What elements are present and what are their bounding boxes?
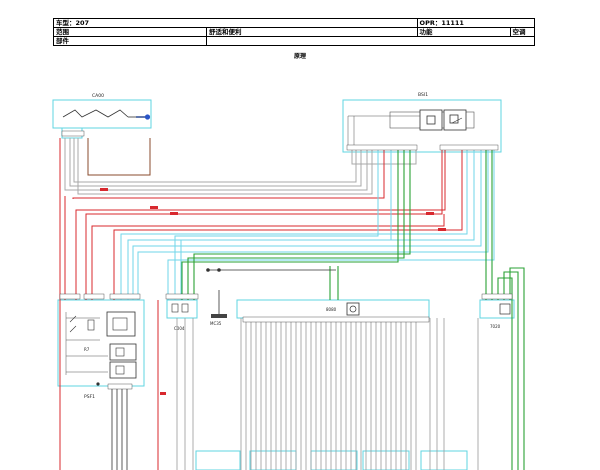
wire-dark-bus (206, 268, 336, 272)
wires-green (181, 150, 525, 470)
lower-connectors (195, 450, 468, 470)
component-bsi: BSI1 (342, 92, 502, 153)
part-value-cell (206, 36, 535, 46)
diagram-subtitle: 原理 (293, 53, 306, 60)
pin-headers (59, 130, 513, 390)
label-psf1: PSF1 (84, 394, 95, 400)
header-table: 车型：207 OPR：11111 范围 舒适和便利 功能 空调 部件 (53, 18, 536, 46)
label-bsi: BSI1 (418, 92, 428, 98)
label-r7: R7 (84, 347, 90, 352)
label-8080: 8080 (326, 307, 337, 312)
label-c004: C004 (174, 326, 185, 331)
component-psf1: R7 PSF1 (57, 299, 145, 400)
label-mc35: MC35 (210, 321, 222, 326)
component-7020: 7020 (479, 299, 515, 329)
label-c400: CA00 (92, 93, 104, 99)
wires-8080-bundle (240, 318, 417, 470)
label-7020: 7020 (490, 324, 501, 329)
wires-red (59, 138, 463, 470)
wires-cyan (120, 150, 495, 300)
wire-markers (100, 188, 446, 395)
component-8080: 8080 (236, 299, 430, 319)
wires-psf1-bottom (111, 386, 128, 470)
wires-side (176, 318, 479, 470)
wires-brown (87, 138, 151, 176)
key-icon (136, 114, 151, 120)
component-c004: C004 (166, 299, 198, 331)
component-mc35: MC35 (210, 290, 227, 326)
